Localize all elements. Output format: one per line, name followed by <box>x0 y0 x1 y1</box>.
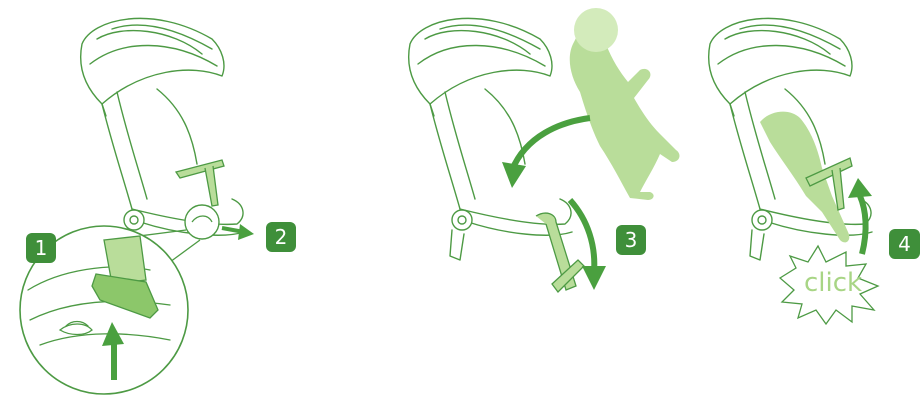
step-badge-4: 4 <box>889 229 920 259</box>
step-badge-2: 2 <box>266 222 296 252</box>
step-badge-1: 1 <box>26 233 56 263</box>
click-label: click <box>804 268 862 298</box>
step-badge-3: 3 <box>616 225 646 255</box>
pull-arrow-step-2 <box>222 224 254 240</box>
